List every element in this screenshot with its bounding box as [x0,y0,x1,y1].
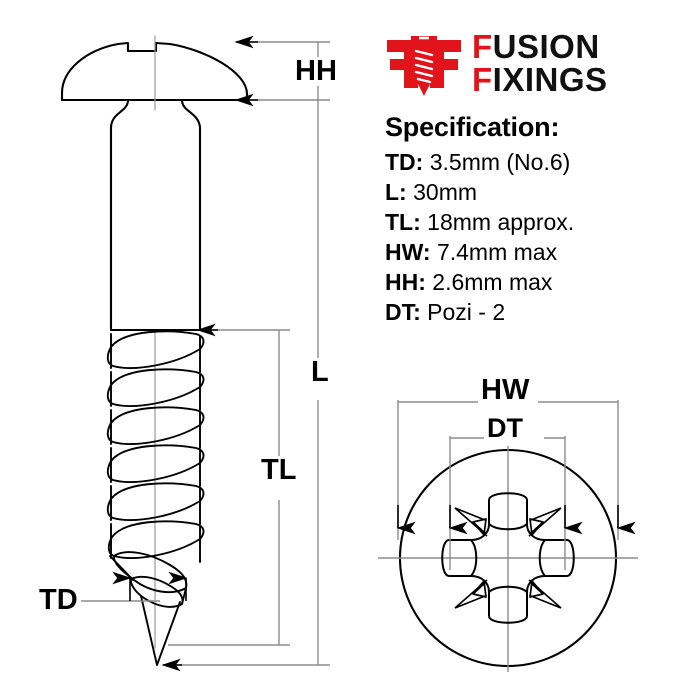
spec-value-td: 3.5mm (No.6) [429,149,571,175]
spec-row-td: TD: 3.5mm (No.6) [385,149,685,176]
brand-wordmark: FUSION FIXINGS [472,28,608,98]
spec-value-hh: 2.6mm max [432,269,553,295]
spec-key-td: TD: [385,149,424,175]
spec-key-l: L: [385,179,407,205]
spec-value-dt: Pozi - 2 [427,299,506,325]
brand-line-1-lead: F [472,28,493,66]
spec-value-hw: 7.4mm max [436,239,558,265]
brand-line-1-rest: USION [492,28,600,66]
dimension-label-tl: TL [258,456,300,485]
spec-value-l: 30mm [413,179,478,205]
brand-line-1: FUSION [472,28,608,66]
brand-line-2-rest: IXINGS [492,61,608,98]
screw-ff-monogram-icon [387,36,461,96]
spec-key-hw: HW: [385,239,431,265]
dimension-label-l: L [308,358,332,387]
spec-row-dt: DT: Pozi - 2 [385,299,685,326]
brand-line-2: FIXINGS [472,61,608,98]
spec-row-l: L: 30mm [385,179,685,206]
spec-row-hh: HH: 2.6mm max [385,269,685,296]
spec-row-hw: HW: 7.4mm max [385,239,685,266]
dimension-label-hh: HH [292,57,340,86]
specification-title: Specification: [385,112,560,142]
brand-logo: FUSION FIXINGS [385,28,608,100]
spec-key-hh: HH: [385,269,426,295]
dimension-label-hw: HW [478,376,533,405]
brand-line-2-lead: F [472,61,493,98]
specification-block: Specification: TD: 3.5mm (No.6) L: 30mm … [385,112,685,329]
dimension-label-dt: DT [484,415,526,442]
spec-value-tl: 18mm approx. [427,209,575,235]
dimension-label-td: TD [36,586,81,615]
spec-row-tl: TL: 18mm approx. [385,209,685,236]
spec-key-dt: DT: [385,299,421,325]
spec-key-tl: TL: [385,209,421,235]
